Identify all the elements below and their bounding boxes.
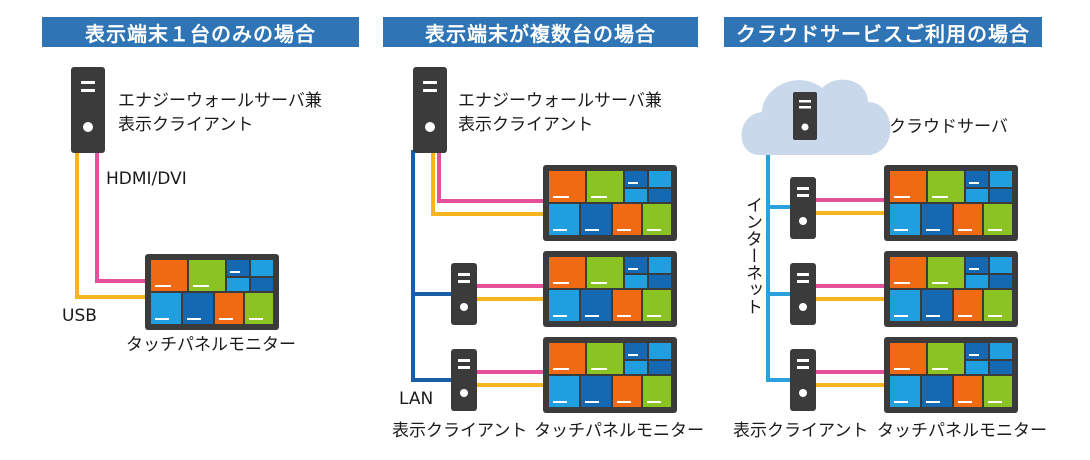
monitor-label: タッチパネルモニター [877,421,1047,441]
touch-monitor-icon [884,337,1018,413]
header-cloud-service: クラウドサービスご利用の場合 [724,17,1042,47]
usb-label: USB [62,306,97,326]
cloud-server-label: クラウドサーバ [889,117,1008,137]
hdmi-cable [437,150,545,203]
usb-cable [431,150,545,216]
client-label: 表示クライアント [392,421,528,441]
monitor-label: タッチパネルモニター [534,421,704,441]
section-single [71,67,279,330]
display-client-icon [451,349,477,411]
server-label-line1: エナジーウォールサーバ兼 [118,91,322,111]
cloud-server-icon [793,92,817,140]
display-client-icon [790,349,816,411]
server-label-line2: 表示クライアント [458,115,594,135]
client-label: 表示クライアント [733,421,869,441]
display-client-icon [790,177,816,239]
touch-monitor-icon [145,254,279,330]
section-multiple [411,67,677,413]
server-tower-icon [71,67,105,153]
usb-cable [812,211,886,387]
section-cloud [741,79,1018,413]
hdmi-cable [812,198,886,374]
touch-monitor-icon [543,165,677,241]
display-client-icon [790,263,816,325]
hdmi-cable [95,148,147,283]
display-client-icon [451,263,477,325]
touch-monitor-icon [543,337,677,413]
header-single-display: 表示端末１台のみの場合 [42,17,359,47]
header-multiple-displays: 表示端末が複数台の場合 [383,17,698,47]
lan-cable [411,150,455,382]
server-tower-icon [413,67,447,153]
touch-monitor-icon [884,165,1018,241]
touch-monitor-icon [884,251,1018,327]
hdmi-label: HDMI/DVI [106,169,187,189]
internet-cable [766,152,792,382]
monitor-label: タッチパネルモニター [126,335,296,355]
touch-monitor-icon [543,251,677,327]
usb-cable [75,148,147,299]
internet-label: インターネット [742,196,762,315]
lan-label: LAN [399,389,434,409]
server-label-line1: エナジーウォールサーバ兼 [458,91,662,111]
server-label-line2: 表示クライアント [118,115,254,135]
